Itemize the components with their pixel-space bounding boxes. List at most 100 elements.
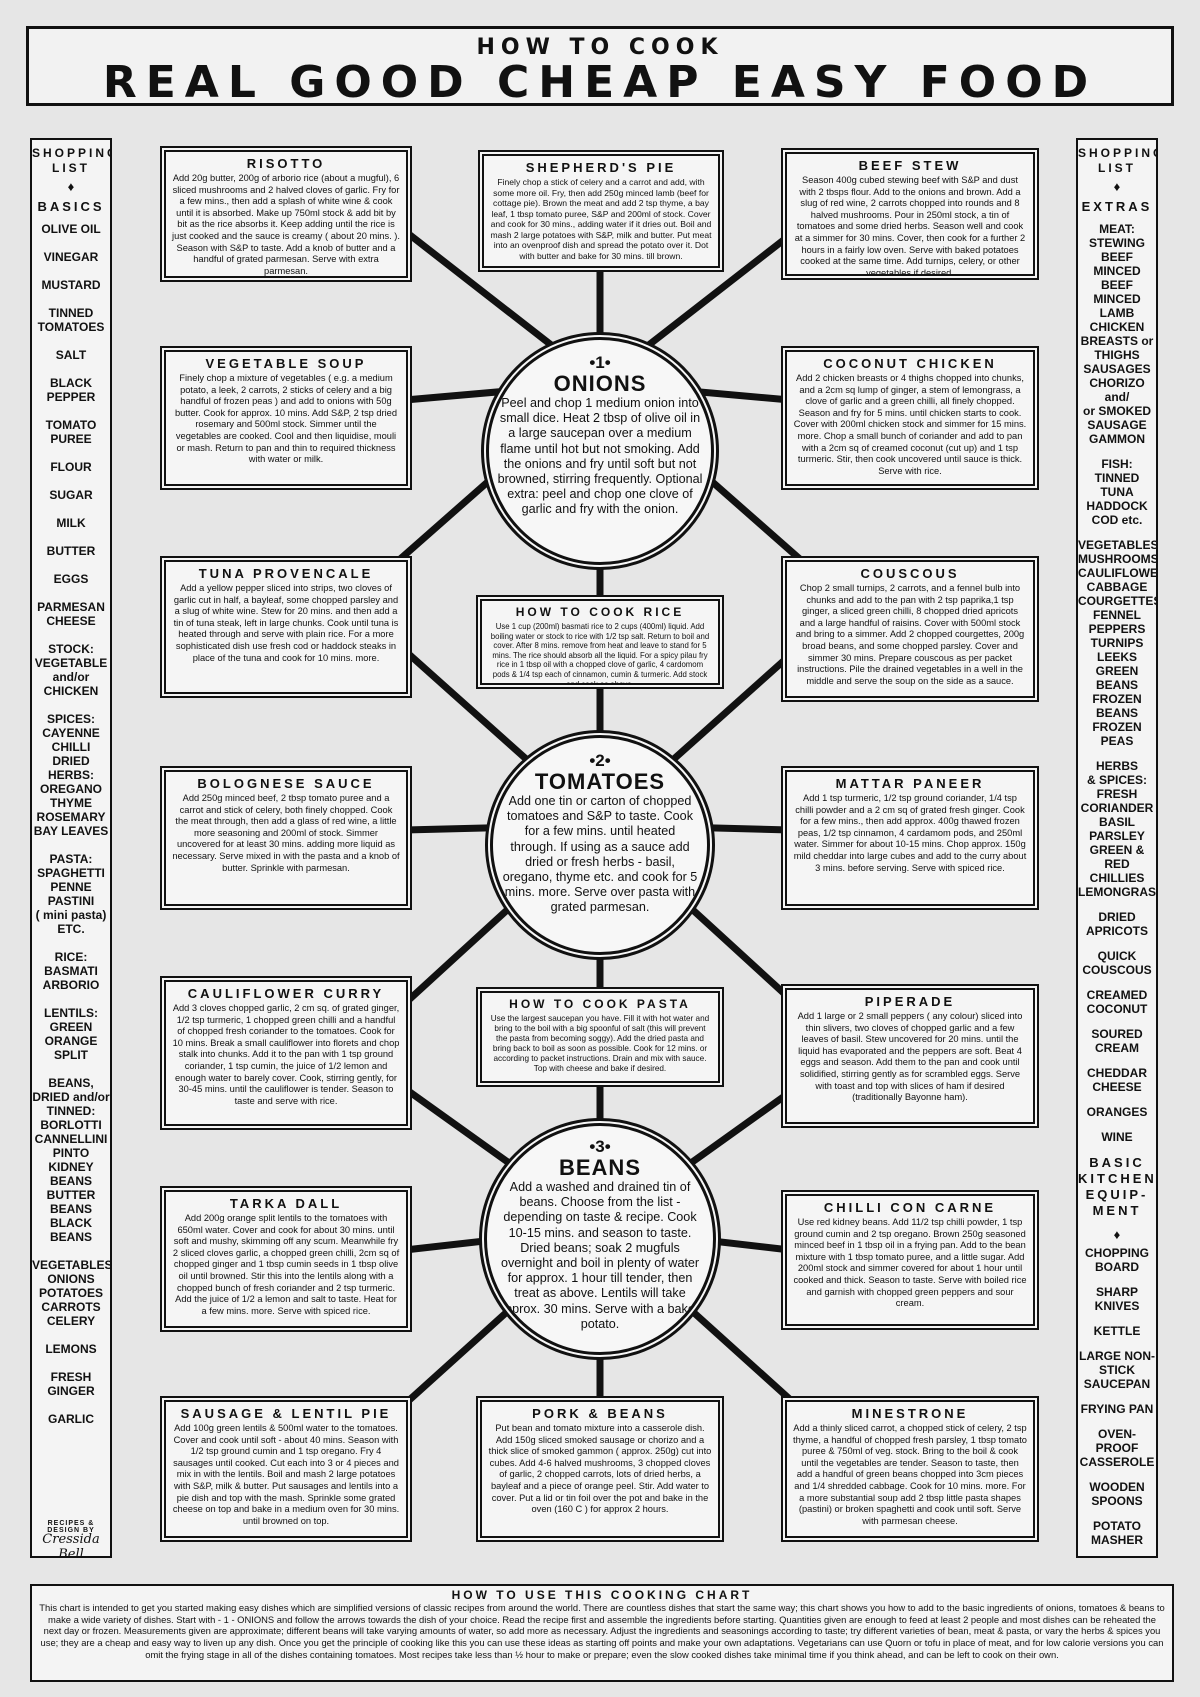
step-text: Peel and chop 1 medium onion into small … bbox=[497, 396, 703, 517]
shopping-list-item: KETTLE bbox=[1093, 1324, 1141, 1338]
header-title: REAL GOOD CHEAP EASY FOOD bbox=[102, 57, 1098, 108]
shopping-list-item: SUGAR bbox=[49, 488, 93, 502]
shopping-list-item: RICE: BASMATI ARBORIO bbox=[42, 950, 100, 992]
shopping-list-item: MUSTARD bbox=[41, 278, 101, 292]
shopping-list-item: VINEGAR bbox=[43, 250, 99, 264]
how-to-use-title: HOW TO USE THIS COOKING CHART bbox=[451, 1588, 753, 1602]
recipe-card-couscous: COUSCOUS Chop 2 small turnips, 2 carrots… bbox=[781, 556, 1039, 702]
shopping-list-extras: SHOPPING LIST ♦ EXTRAS MEAT: STEWING BEE… bbox=[1076, 138, 1158, 1558]
right-list-title-1: SHOPPING bbox=[1078, 146, 1158, 160]
shopping-list-item: SPICES: CAYENNE CHILLI DRIED HERBS: OREG… bbox=[33, 712, 109, 838]
recipe-title: TUNA PROVENCALE bbox=[198, 566, 374, 581]
recipe-text: Add 3 cloves chopped garlic, 2 cm sq. of… bbox=[172, 1003, 400, 1106]
shopping-list-item: BUTTER bbox=[46, 544, 96, 558]
recipe-card-risotto: RISOTTO Add 20g butter, 200g of arborio … bbox=[160, 146, 412, 282]
recipe-title: TARKA DALL bbox=[229, 1196, 343, 1211]
recipe-text: Add 100g green lentils & 500ml water to … bbox=[172, 1423, 400, 1526]
recipe-card-vegetable-soup: VEGETABLE SOUP Finely chop a mixture of … bbox=[160, 346, 412, 490]
shopping-list-item: CHEDDAR CHEESE bbox=[1087, 1066, 1147, 1094]
recipe-title: HOW TO COOK RICE bbox=[515, 605, 685, 619]
step-number: •3• bbox=[589, 1137, 611, 1156]
recipe-text: Use red kidney beans. Add 11/2 tsp chill… bbox=[793, 1217, 1027, 1309]
credit-signature: Cressida Bell bbox=[42, 1532, 100, 1558]
shopping-list-item: BEANS, DRIED and/or TINNED: BORLOTTI CAN… bbox=[32, 1076, 110, 1244]
right-list-section: EXTRAS bbox=[1081, 199, 1153, 214]
how-to-use-text: This chart is intended to get you starte… bbox=[39, 1602, 1165, 1660]
recipe-card-piperade: PIPERADE Add 1 large or 2 small peppers … bbox=[781, 984, 1039, 1128]
shopping-list-item: OVEN-PROOF CASSEROLE bbox=[1079, 1427, 1155, 1469]
header-subtitle: HOW TO COOK bbox=[476, 35, 724, 60]
recipe-card-tarka-dall: TARKA DALL Add 200g orange split lentils… bbox=[160, 1186, 412, 1332]
recipe-card-shepherds-pie: SHEPHERD'S PIE Finely chop a stick of ce… bbox=[478, 150, 724, 272]
how-to-use-panel: HOW TO USE THIS COOKING CHART This chart… bbox=[30, 1584, 1174, 1682]
recipe-card-how-to-cook-pasta: HOW TO COOK PASTA Use the largest saucep… bbox=[476, 987, 724, 1087]
step-text: Add one tin or carton of chopped tomatoe… bbox=[502, 794, 698, 915]
shopping-list-item: LENTILS: GREEN ORANGE SPLIT bbox=[44, 1006, 98, 1062]
shopping-list-item: EGGS bbox=[53, 572, 89, 586]
shopping-list-item: HERBS & SPICES: FRESH CORIANDER BASIL PA… bbox=[1078, 759, 1158, 899]
recipe-text: Finely chop a stick of celery and a carr… bbox=[490, 177, 712, 261]
recipe-card-bolognese-sauce: BOLOGNESE SAUCE Add 250g minced beef, 2 … bbox=[160, 766, 412, 910]
shopping-list-item: OLIVE OIL bbox=[41, 222, 101, 236]
recipe-title: RISOTTO bbox=[246, 156, 326, 171]
recipe-card-sausage-lentil-pie: SAUSAGE & LENTIL PIE Add 100g green lent… bbox=[160, 1396, 412, 1542]
right-list-section-2: BASIC KITCHEN EQUIP- MENT bbox=[1078, 1155, 1157, 1218]
left-list-title-1: SHOPPING bbox=[32, 146, 112, 160]
recipe-card-how-to-cook-rice: HOW TO COOK RICE Use 1 cup (200ml) basma… bbox=[476, 595, 724, 689]
recipe-text: Use the largest saucepan you have. Fill … bbox=[490, 1014, 710, 1073]
recipe-title: BEEF STEW bbox=[858, 158, 962, 173]
recipe-title: COCONUT CHICKEN bbox=[823, 356, 997, 371]
recipe-title: CAULIFLOWER CURRY bbox=[187, 986, 385, 1001]
shopping-list-item: CHOPPING BOARD bbox=[1084, 1246, 1149, 1274]
recipe-text: Finely chop a mixture of vegetables ( e.… bbox=[174, 373, 398, 465]
recipe-card-pork-beans: PORK & BEANS Put bean and tomato mixture… bbox=[476, 1396, 724, 1542]
recipe-text: Season 400g cubed stewing beef with S&P … bbox=[794, 175, 1026, 278]
shopping-list-item: QUICK COUSCOUS bbox=[1082, 949, 1152, 977]
shopping-list-item: MILK bbox=[56, 516, 86, 530]
recipe-card-mattar-paneer: MATTAR PANEER Add 1 tsp turmeric, 1/2 ts… bbox=[781, 766, 1039, 910]
recipe-text: Add a yellow pepper sliced into strips, … bbox=[173, 583, 399, 663]
shopping-list-item: TOMATO PUREE bbox=[45, 418, 97, 446]
right-list-items: MEAT: STEWING BEEF MINCED BEEF MINCED LA… bbox=[1078, 222, 1156, 1144]
shopping-list-item: TINNED TOMATOES bbox=[37, 306, 105, 334]
recipe-title: PORK & BEANS bbox=[532, 1406, 668, 1421]
recipe-text: Add 250g minced beef, 2 tbsp tomato pure… bbox=[172, 793, 400, 873]
step-circle-tomatoes: •2• TOMATOES Add one tin or carton of ch… bbox=[485, 730, 715, 960]
shopping-list-item: STOCK: VEGETABLE and/or CHICKEN bbox=[34, 642, 108, 698]
left-list-section: BASICS bbox=[37, 199, 105, 214]
recipe-title: SAUSAGE & LENTIL PIE bbox=[180, 1406, 392, 1421]
shopping-list-item: FLOUR bbox=[50, 460, 92, 474]
shopping-list-item: DRIED APRICOTS bbox=[1085, 910, 1148, 938]
recipe-text: Add 2 chicken breasts or 4 thighs choppe… bbox=[793, 373, 1027, 476]
step-name: TOMATOES bbox=[534, 769, 666, 794]
recipe-title: VEGETABLE SOUP bbox=[205, 356, 367, 371]
recipe-title: COUSCOUS bbox=[860, 566, 960, 581]
recipe-text: Use 1 cup (200ml) basmati rice to 2 cups… bbox=[490, 622, 710, 689]
step-name: BEANS bbox=[558, 1155, 641, 1180]
recipe-title: MATTAR PANEER bbox=[835, 776, 985, 791]
shopping-list-item: VEGETABLES: ONIONS POTATOES CARROTS CELE… bbox=[32, 1258, 112, 1328]
step-name: ONIONS bbox=[553, 371, 647, 396]
shopping-list-item: SOURED CREAM bbox=[1091, 1027, 1143, 1055]
shopping-list-item: MEAT: STEWING BEEF MINCED BEEF MINCED LA… bbox=[1080, 222, 1154, 446]
recipe-card-minestrone: MINESTRONE Add a thinly sliced carrot, a… bbox=[781, 1396, 1039, 1542]
shopping-list-item: BLACK PEPPER bbox=[46, 376, 96, 404]
step-number: •1• bbox=[589, 353, 611, 372]
shopping-list-item: GARLIC bbox=[48, 1412, 94, 1426]
recipe-text: Add 1 tsp turmeric, 1/2 tsp ground coria… bbox=[793, 793, 1027, 873]
left-list-title-2: LIST bbox=[52, 161, 90, 175]
recipe-card-tuna-provencale: TUNA PROVENCALE Add a yellow pepper slic… bbox=[160, 556, 412, 698]
recipe-card-coconut-chicken: COCONUT CHICKEN Add 2 chicken breasts or… bbox=[781, 346, 1039, 490]
recipe-title: HOW TO COOK PASTA bbox=[509, 997, 691, 1011]
shopping-list-item: SHARP KNIVES bbox=[1094, 1285, 1140, 1313]
recipe-text: Chop 2 small turnips, 2 carrots, and a f… bbox=[795, 583, 1025, 686]
shopping-list-item: ORANGES bbox=[1086, 1105, 1148, 1119]
shopping-list-item: CREAMED COCONUT bbox=[1086, 988, 1148, 1016]
recipe-text: Add a thinly sliced carrot, a chopped st… bbox=[793, 1423, 1027, 1526]
step-circle-beans: •3• BEANS Add a washed and drained tin o… bbox=[479, 1118, 721, 1360]
credit-label: RECIPES & DESIGN BY bbox=[47, 1520, 95, 1534]
right-list-title-2: LIST bbox=[1098, 161, 1136, 175]
step-circle-onions: •1• ONIONS Peel and chop 1 medium onion … bbox=[481, 332, 719, 570]
shopping-list-item: LARGE NON- STICK SAUCEPAN bbox=[1079, 1349, 1155, 1391]
